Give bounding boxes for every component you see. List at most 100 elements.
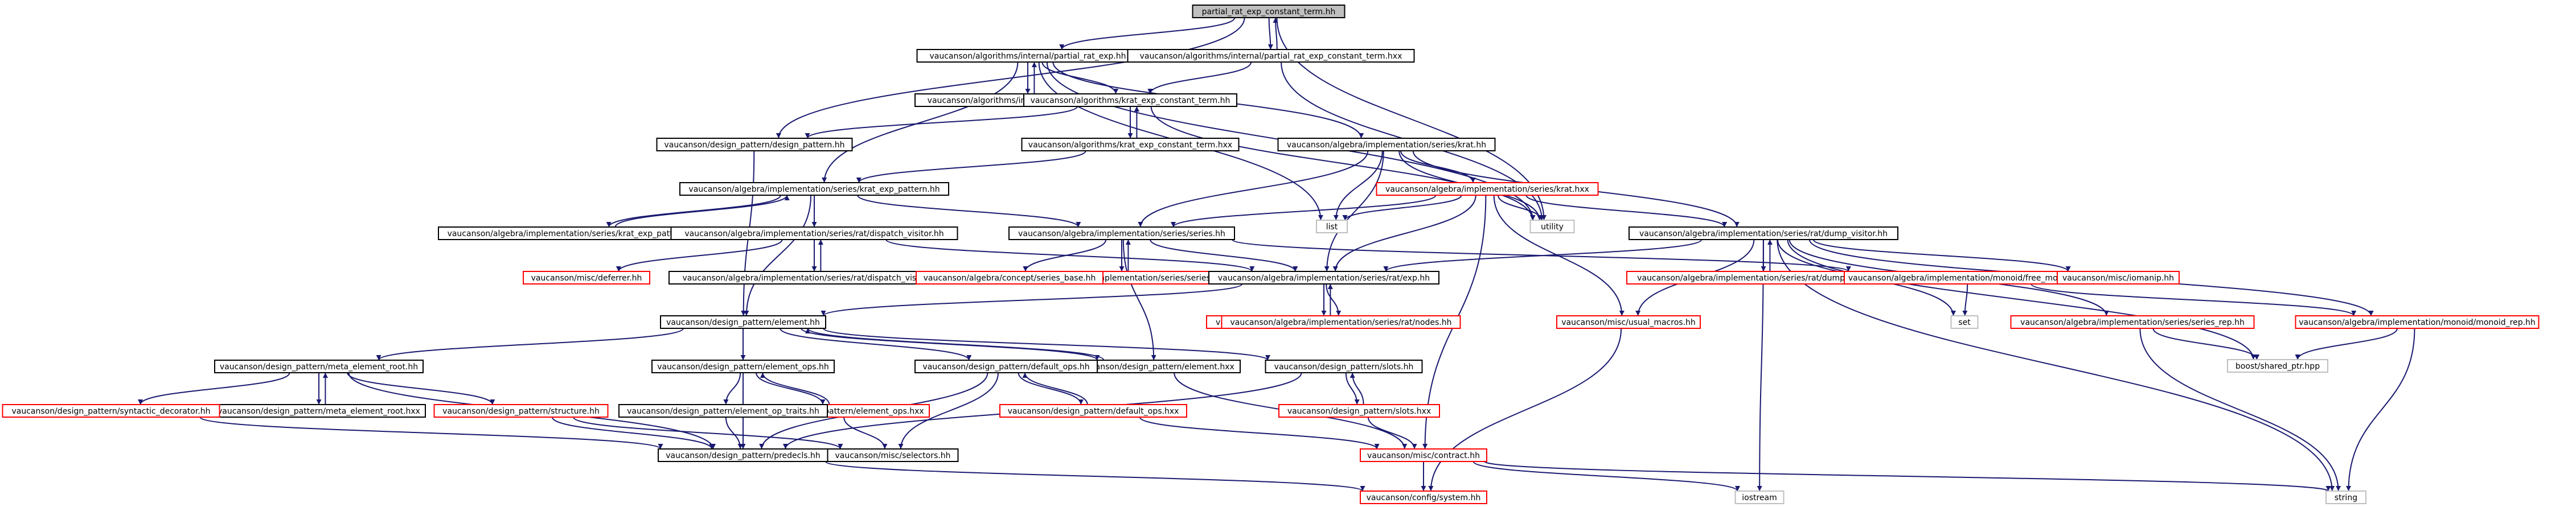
node-dp[interactable]: vaucanson/design_pattern/design_pattern.…	[656, 138, 853, 151]
node-label: vaucanson/algebra/implementation/monoid/…	[2299, 318, 2536, 327]
edge-exp-to-nodes	[1326, 283, 1342, 316]
edge-element_op_traits-to-predecls	[725, 417, 743, 450]
edge-krat_hxx-to-series	[1171, 195, 1437, 228]
node-string[interactable]: string	[2325, 490, 2366, 504]
node-shared-ptr[interactable]: boost/shared_ptr.hpp	[2227, 359, 2328, 373]
node-usual[interactable]: vaucanson/misc/usual_macros.hh	[1556, 315, 1701, 329]
node-box	[1127, 49, 1415, 63]
node-nodes[interactable]: vaucanson/algebra/implementation/series/…	[1221, 315, 1461, 329]
edge-ptx-to-root	[1273, 17, 1278, 50]
node-label: string	[2335, 493, 2357, 502]
edge-series-to-concept_series	[1023, 239, 1107, 272]
node-kep[interactable]: vaucanson/algebra/implementation/series/…	[679, 182, 949, 196]
edge-dump-to-exp	[1383, 239, 1703, 272]
node-pre[interactable]: vaucanson/algorithms/internal/partial_ra…	[916, 49, 1139, 63]
node-selectors[interactable]: vaucanson/misc/selectors.hh	[827, 448, 959, 462]
node-list[interactable]: list	[1316, 220, 1348, 233]
node-system[interactable]: vaucanson/config/system.hh	[1360, 490, 1487, 504]
edge-root-to-pre	[1059, 17, 1236, 50]
edge-dispatch-to-deferrer	[616, 239, 783, 272]
node-series[interactable]: vaucanson/algebra/implementation/series/…	[1008, 226, 1235, 240]
node-layer: partial_rat_exp_constant_term.hh vaucanso…	[2, 5, 2540, 504]
edge-krat_ct-to-dp	[805, 106, 1078, 139]
node-mer[interactable]: vaucanson/design_pattern/meta_element_ro…	[214, 360, 424, 373]
node-label: vaucanson/algorithms/krat_exp_constant_t…	[1031, 96, 1230, 105]
node-free-monoid[interactable]: vaucanson/algebra/implementation/monoid/…	[1844, 271, 2092, 285]
node-structure[interactable]: vaucanson/design_pattern/structure.hh	[433, 404, 609, 418]
node-slots[interactable]: vaucanson/design_pattern/slots.hh	[1265, 360, 1423, 373]
node-label: vaucanson/design_pattern/slots.hh	[1274, 362, 1414, 372]
node-deferrer[interactable]: vaucanson/misc/deferrer.hh	[523, 271, 650, 285]
node-label: vaucanson/design_pattern/element.hh	[666, 318, 820, 327]
node-contract[interactable]: vaucanson/misc/contract.hh	[1360, 448, 1487, 462]
node-dumpx[interactable]: vaucanson/algebra/implementation/series/…	[1626, 271, 1901, 285]
node-default-ops[interactable]: vaucanson/design_pattern/default_ops.hh	[914, 360, 1098, 373]
node-merx[interactable]: vaucanson/design_pattern/meta_element_ro…	[212, 404, 426, 418]
node-box	[1192, 5, 1346, 18]
edge-krat_hxx-to-utility	[1498, 195, 1544, 221]
node-set[interactable]: set	[1950, 315, 1979, 329]
node-element-ops[interactable]: vaucanson/design_pattern/element_ops.hh	[651, 360, 835, 373]
node-default-opsx[interactable]: vaucanson/design_pattern/default_ops.hxx	[999, 404, 1187, 418]
node-box	[1278, 404, 1440, 418]
edge-dump-to-iomanip	[1812, 239, 2071, 272]
node-box	[1277, 138, 1496, 151]
edge-syntactic-to-predecls	[199, 417, 663, 450]
node-elementx[interactable]: vaucanson/design_pattern/element.hxx	[1070, 360, 1241, 373]
edge-kepx-to-kep	[614, 195, 790, 228]
node-element-op-traits[interactable]: vaucanson/design_pattern/element_op_trai…	[618, 404, 828, 418]
node-box	[433, 404, 609, 418]
node-element[interactable]: vaucanson/design_pattern/element.hh	[660, 315, 826, 329]
node-label: vaucanson/misc/selectors.hh	[835, 451, 951, 460]
node-box	[1629, 226, 1898, 240]
node-syntactic[interactable]: vaucanson/design_pattern/syntactic_decor…	[2, 404, 220, 418]
node-ptx[interactable]: vaucanson/algorithms/internal/partial_ra…	[1127, 49, 1415, 63]
node-label: vaucanson/algebra/implementation/series/…	[1230, 318, 1451, 327]
edge-slotsx-to-slots	[1349, 372, 1364, 405]
edge-predecls-to-system	[825, 461, 1365, 492]
node-iostream[interactable]: iostream	[1734, 490, 1785, 504]
node-series-rep[interactable]: vaucanson/algebra/implementation/series/…	[2010, 315, 2255, 329]
edge-krat_ct-to-utility	[1150, 106, 1535, 221]
node-krat-ctx[interactable]: vaucanson/algorithms/krat_exp_constant_t…	[1021, 138, 1240, 151]
node-exp[interactable]: vaucanson/algebra/implementation/series/…	[1208, 271, 1439, 285]
edge-contract-to-iostream	[1472, 461, 1740, 492]
edge-element_opsx-to-selectors	[843, 417, 888, 450]
node-label: vaucanson/design_pattern/design_pattern.…	[664, 141, 844, 150]
node-kepx[interactable]: vaucanson/algebra/implementation/series/…	[438, 226, 712, 240]
edge-pre-to-kep	[822, 61, 1019, 183]
node-box	[2010, 315, 2255, 329]
node-box	[1556, 315, 1701, 329]
node-box	[2295, 315, 2540, 329]
node-label: vaucanson/misc/iomanip.hh	[2062, 274, 2174, 283]
node-box	[999, 404, 1187, 418]
node-box	[651, 360, 835, 373]
node-label: vaucanson/algorithms/internal/partial_ra…	[930, 52, 1126, 61]
node-label: vaucanson/design_pattern/element.hxx	[1076, 362, 1234, 372]
node-label: vaucanson/algebra/implementation/series/…	[2020, 318, 2245, 327]
node-dump[interactable]: vaucanson/algebra/implementation/series/…	[1629, 226, 1898, 240]
node-predecls[interactable]: vaucanson/design_pattern/predecls.hh	[658, 448, 828, 462]
node-utility[interactable]: utility	[1529, 220, 1575, 233]
node-krat-hxx[interactable]: vaucanson/algebra/implementation/series/…	[1376, 182, 1599, 196]
node-box	[1316, 220, 1348, 233]
node-dispatchx[interactable]: vaucanson/algebra/implementation/series/…	[668, 271, 960, 285]
node-iomanip[interactable]: vaucanson/misc/iomanip.hh	[2057, 271, 2180, 285]
node-box	[618, 404, 828, 418]
node-slotsx[interactable]: vaucanson/design_pattern/slots.hxx	[1278, 404, 1440, 418]
node-label: vaucanson/design_pattern/meta_element_ro…	[218, 407, 420, 416]
edge-free_monoid-to-set	[1962, 283, 1968, 316]
node-concept-series[interactable]: vaucanson/algebra/concept/series_base.hh	[916, 271, 1104, 285]
node-krat-hh[interactable]: vaucanson/algebra/implementation/series/…	[1277, 138, 1496, 151]
edge-elementx-to-element	[805, 328, 1105, 361]
node-dispatch[interactable]: vaucanson/algebra/implementation/series/…	[670, 226, 958, 240]
node-monoid-rep[interactable]: vaucanson/algebra/implementation/monoid/…	[2295, 315, 2540, 329]
node-krat-ct[interactable]: vaucanson/algorithms/krat_exp_constant_t…	[1023, 93, 1237, 107]
node-label: vaucanson/algebra/implementation/monoid/…	[1848, 274, 2087, 283]
node-label: iostream	[1742, 493, 1777, 502]
node-root[interactable]: partial_rat_exp_constant_term.hh	[1192, 5, 1346, 18]
node-label: vaucanson/misc/deferrer.hh	[531, 274, 642, 283]
node-label: vaucanson/algebra/implementation/series/…	[1385, 185, 1589, 194]
node-box	[1008, 226, 1235, 240]
node-label: vaucanson/algorithms/internal/partial_ra…	[1140, 52, 1402, 61]
